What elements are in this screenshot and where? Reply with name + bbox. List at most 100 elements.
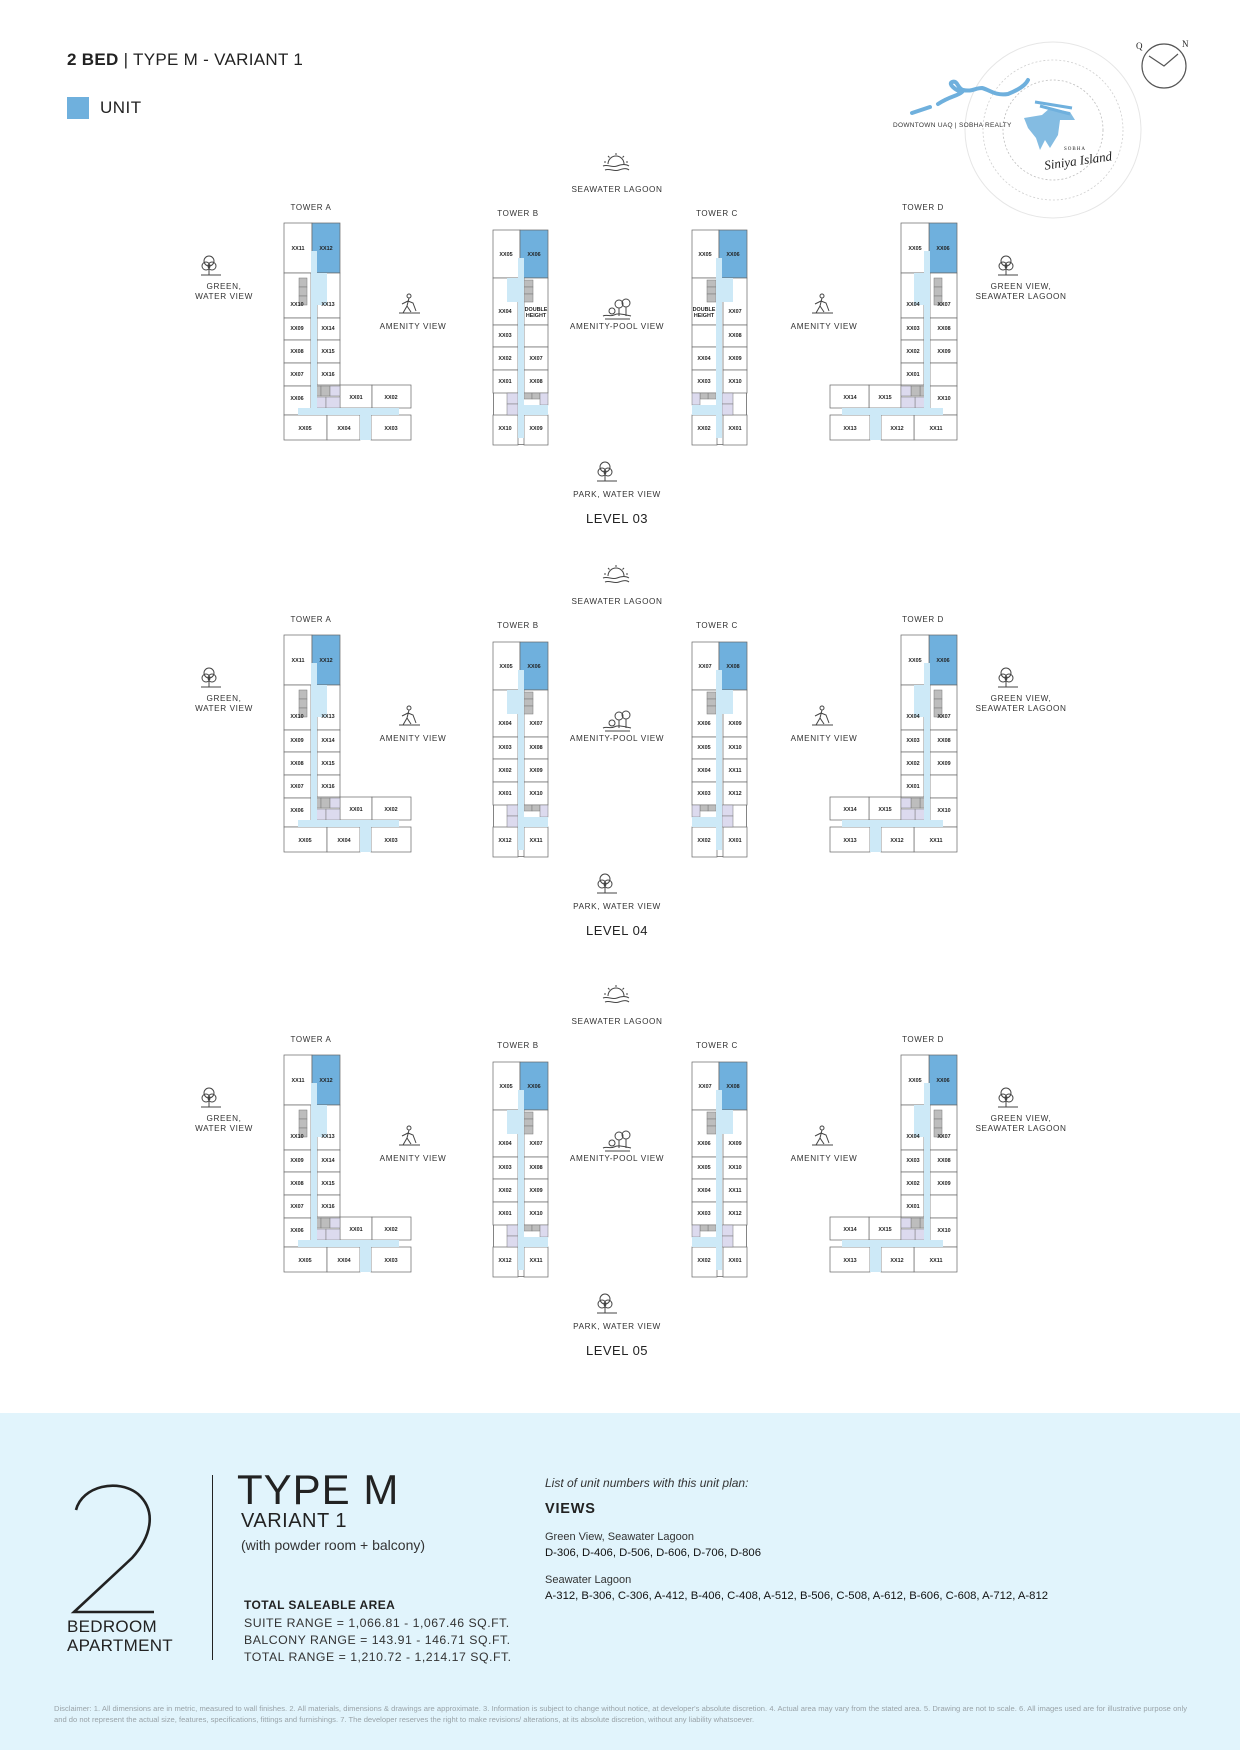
unit-label: XX03	[498, 745, 511, 751]
unit-label: XX01	[728, 838, 741, 844]
corridor	[914, 685, 924, 717]
corridor	[507, 690, 518, 714]
corridor	[924, 251, 930, 415]
unit-cell	[722, 369, 748, 394]
stair-core	[320, 1217, 331, 1229]
unit-label: XX01	[349, 807, 362, 813]
highlighted-unit-label: XX12	[319, 658, 332, 664]
service-room	[506, 392, 519, 405]
corridor	[524, 405, 548, 415]
unit-label: XX01	[498, 791, 511, 797]
stair-core	[298, 689, 308, 700]
view-label-green-seawater: SEAWATER LAGOON	[975, 704, 1067, 713]
service-room	[691, 1224, 701, 1238]
variant-note: (with powder room + balcony)	[241, 1537, 426, 1553]
unit-cell	[519, 641, 549, 691]
unit-label: XX01	[349, 1227, 362, 1233]
logo-tagline: DOWNTOWN UAQ | SOBHA REALTY	[893, 122, 1012, 129]
unit-label: XX10	[937, 808, 950, 814]
corridor	[722, 690, 733, 714]
service-room	[721, 403, 734, 416]
unit-cell	[718, 229, 748, 279]
level-title: LEVEL 04	[585, 923, 649, 938]
unit-cell	[722, 781, 748, 806]
unit-label: XX02	[906, 349, 919, 355]
unit-label: XX07	[937, 714, 950, 720]
corridor	[311, 251, 317, 415]
unit-label: XX16	[321, 1204, 334, 1210]
highlighted-unit-label: XX06	[936, 246, 949, 252]
unit-label: XX12	[728, 791, 741, 797]
service-room	[900, 1217, 912, 1229]
service-room	[506, 815, 519, 828]
compass-label-n: N	[1182, 39, 1189, 49]
stair-core	[523, 1224, 533, 1232]
unit-cell	[722, 826, 748, 858]
tower-floor-plan-tower-d: XX06XX05XX07XX08XX09XX10XX04XX03XX02XX01…	[829, 222, 958, 441]
view-label-amenity: AMENITY VIEW	[790, 734, 858, 743]
unit-label: XX04	[498, 721, 511, 727]
service-room	[506, 804, 519, 817]
unit-label: XX06	[290, 808, 303, 814]
service-room	[721, 804, 734, 817]
unit-label: XX10	[728, 1165, 741, 1171]
unit-label: XX11	[530, 1258, 543, 1264]
unit-label: XX11	[729, 768, 742, 774]
level-title: LEVEL 03	[585, 511, 649, 526]
unit-label: XX10	[290, 302, 303, 308]
unit-cell	[913, 414, 958, 441]
unit-label: XX04	[906, 302, 919, 308]
stair-core	[298, 1127, 308, 1138]
corridor	[924, 1083, 930, 1247]
unit-cell	[370, 1246, 412, 1273]
unit-cell	[523, 826, 549, 858]
unit-label: XX08	[290, 349, 303, 355]
view-label-green-water: WATER VIEW	[195, 704, 253, 713]
green-view-icon	[998, 255, 1018, 276]
stair-core	[933, 1127, 943, 1138]
unit-label: XX09	[728, 356, 741, 362]
corridor	[842, 1240, 943, 1247]
view-label-green-water: GREEN,	[206, 282, 242, 291]
unit-label: XX05	[697, 1165, 710, 1171]
view-label-amenity-pool: AMENITY-POOL VIEW	[569, 1154, 665, 1163]
stair-core	[531, 392, 541, 400]
unit-label: XX05	[298, 1258, 311, 1264]
unit-label: XX16	[321, 784, 334, 790]
view-group-units: A-312, B-306, C-306, A-412, B-406, C-408…	[545, 1590, 1049, 1602]
highlighted-unit-label: XX12	[319, 246, 332, 252]
unit-label: XX02	[498, 768, 511, 774]
service-room	[721, 815, 734, 828]
green-view-icon	[201, 255, 221, 276]
unit-cell	[722, 1246, 748, 1278]
unit-label: XX11	[930, 426, 943, 432]
service-room	[329, 797, 341, 809]
unit-label: XX16	[321, 372, 334, 378]
unit-label: XX09	[937, 1181, 950, 1187]
unit-label: XX07	[698, 1084, 711, 1090]
service-room	[506, 1235, 519, 1248]
unit-label: XX02	[498, 1188, 511, 1194]
unit-label: XX11	[930, 838, 943, 844]
unit-label: XX12	[498, 838, 511, 844]
unit-cell	[326, 1246, 361, 1273]
stair-core	[523, 392, 533, 400]
tower-label: TOWER B	[497, 621, 539, 630]
stair-core	[523, 279, 534, 288]
unit-legend-swatch	[67, 97, 89, 119]
unit-cell	[523, 324, 549, 348]
unit-label: XX07	[937, 1134, 950, 1140]
view-label-amenity-pool: AMENITY-POOL VIEW	[569, 322, 665, 331]
unit-label: XX08	[937, 1158, 950, 1164]
unit-label: XX10	[937, 396, 950, 402]
unit-cell	[492, 1246, 519, 1278]
unit-label: XX01	[906, 372, 919, 378]
view-label-park-water: PARK, WATER VIEW	[573, 902, 661, 911]
unit-label: XX15	[321, 1181, 334, 1187]
stair-core	[707, 1224, 717, 1232]
unit-label: XX13	[321, 1134, 334, 1140]
view-label-seawater-lagoon: SEAWATER LAGOON	[571, 185, 663, 194]
service-room	[329, 1217, 341, 1229]
